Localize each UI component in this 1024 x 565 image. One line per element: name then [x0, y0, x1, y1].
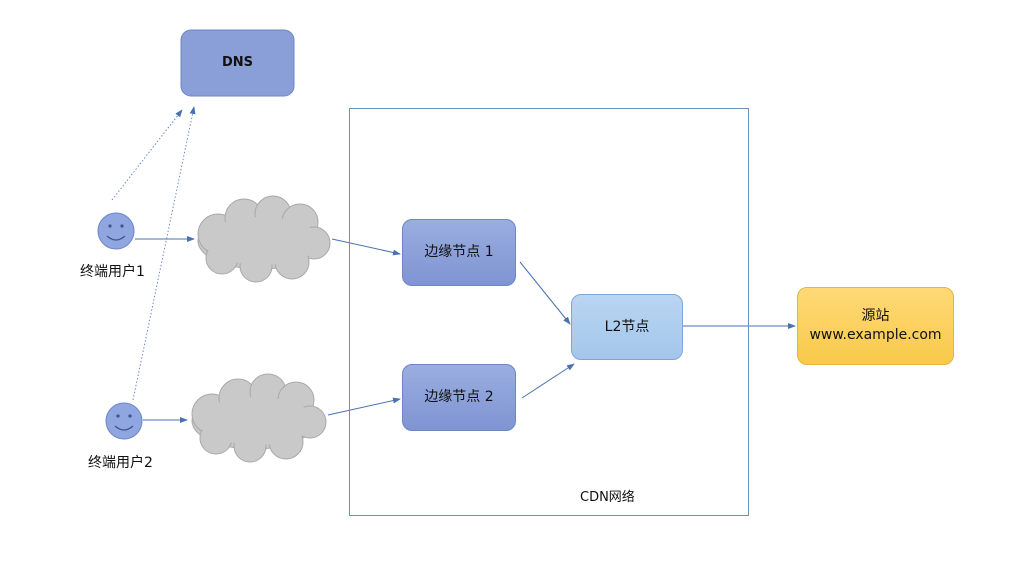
- user2-smiley-icon: [105, 402, 143, 440]
- user1-label: 终端用户1: [80, 264, 145, 280]
- edge2-l2-arrow: [521, 363, 575, 399]
- user2-dns-link: [132, 106, 196, 401]
- network-cloud-1-icon: [197, 195, 331, 283]
- origin-domain: www.example.com: [809, 327, 942, 343]
- edge-node-2-label: 边缘节点 2: [424, 389, 494, 406]
- edge-node-1: 边缘节点 1: [402, 219, 516, 286]
- origin-node: 源站 www.example.com: [797, 287, 954, 365]
- network-cloud-2-icon: [191, 373, 327, 463]
- user1-dns-link: [111, 109, 183, 201]
- user2-label: 终端用户2: [88, 455, 153, 471]
- dns-label: DNS: [221, 55, 254, 71]
- origin-title: 源站: [861, 308, 890, 325]
- user1-smiley-icon: [97, 212, 135, 250]
- cloud1-edge1-arrow: [331, 238, 401, 256]
- l2-node: L2节点: [571, 294, 683, 360]
- edge-node-1-label: 边缘节点 1: [424, 244, 494, 261]
- l2-node-label: L2节点: [604, 318, 650, 335]
- cloud2-edge2-arrow: [327, 397, 401, 416]
- cdn-network-label: CDN网络: [580, 490, 635, 505]
- edge-node-2: 边缘节点 2: [402, 364, 516, 431]
- cdn-network-frame: [349, 108, 749, 516]
- dns-node: [180, 29, 295, 97]
- edge1-l2-arrow: [519, 261, 571, 325]
